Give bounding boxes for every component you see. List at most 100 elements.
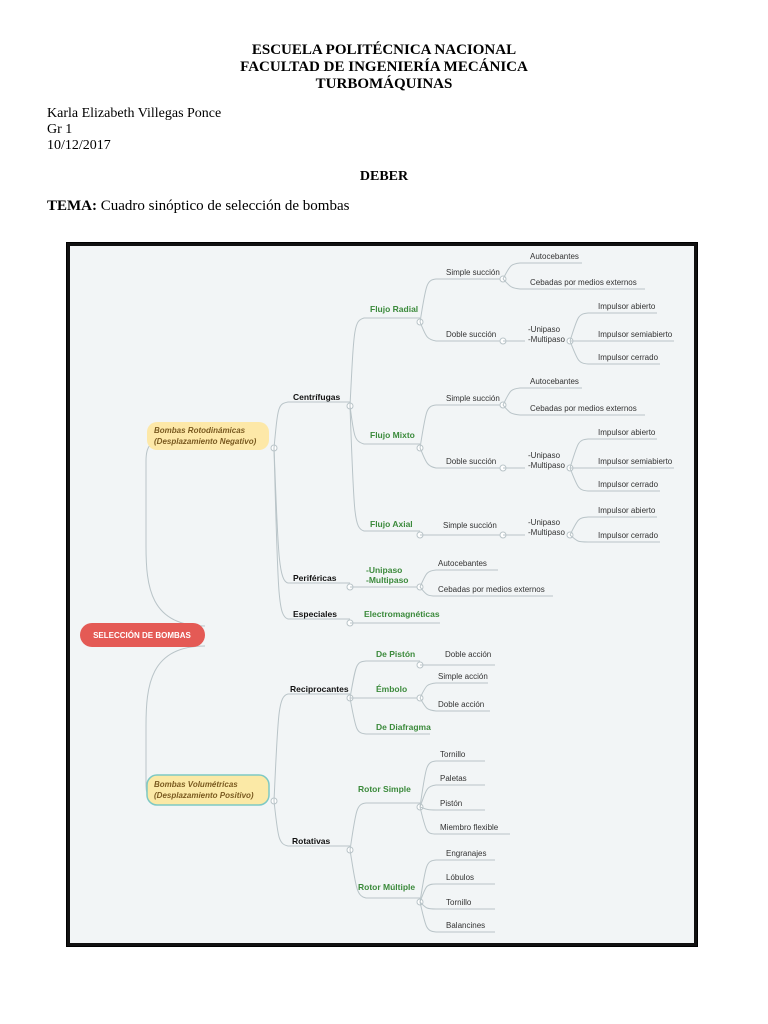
connector bbox=[419, 760, 485, 808]
connector bbox=[419, 901, 495, 910]
connector bbox=[569, 340, 660, 365]
embolo-label: Émbolo bbox=[376, 684, 407, 694]
paletas-label: Paletas bbox=[440, 774, 467, 783]
doble-succion-label: Doble succión bbox=[446, 457, 496, 466]
rotor-simple-label: Rotor Simple bbox=[358, 784, 411, 794]
connector bbox=[419, 859, 495, 903]
electromagneticas-label: Electromagnéticas bbox=[364, 609, 440, 619]
volumetricas-label-1: Bombas Volumétricas bbox=[154, 780, 238, 789]
connector-flujo-axial bbox=[349, 405, 420, 532]
document-title: DEBER bbox=[359, 169, 409, 184]
author-group: Gr 1 bbox=[47, 122, 73, 137]
autocebantes-label: Autocebantes bbox=[530, 377, 579, 386]
rotodinamicas-label-1: Bombas Rotodinámicas bbox=[154, 426, 246, 435]
connector-flujo-radial bbox=[349, 317, 420, 407]
impulsor-abierto-label: Impulsor abierto bbox=[598, 506, 656, 515]
impulsor-semiabierto-label: Impulsor semiabierto bbox=[598, 457, 673, 466]
connector-root-rotodinamicas bbox=[145, 440, 206, 627]
connector bbox=[349, 802, 420, 851]
faculty-name: FACULTAD DE INGENIERÍA MECÁNICA bbox=[240, 59, 528, 75]
simple-succion-label: Simple succión bbox=[446, 268, 500, 277]
connector bbox=[349, 697, 430, 735]
lobulos-label: Lóbulos bbox=[446, 873, 474, 882]
flujo-radial-label: Flujo Radial bbox=[370, 304, 418, 314]
connector bbox=[349, 660, 420, 699]
connector bbox=[419, 447, 503, 469]
connector bbox=[419, 404, 503, 449]
simple-succion-label: Simple succión bbox=[443, 521, 497, 530]
unipaso-label: -Unipaso bbox=[528, 325, 561, 334]
flujo-mixto-label: Flujo Mixto bbox=[370, 430, 415, 440]
impulsor-cerrado-label: Impulsor cerrado bbox=[598, 531, 659, 540]
multipaso-label: -Multipaso bbox=[366, 575, 409, 585]
connector bbox=[569, 516, 657, 536]
balancines-label: Balancines bbox=[446, 921, 485, 930]
connector bbox=[419, 806, 510, 835]
connector bbox=[502, 404, 645, 416]
root-label: SELECCIÓN DE BOMBAS bbox=[93, 631, 191, 640]
connector bbox=[569, 467, 660, 492]
connector bbox=[419, 883, 495, 903]
impulsor-abierto-label: Impulsor abierto bbox=[598, 428, 656, 437]
connector bbox=[419, 806, 485, 811]
multipaso-label: -Multipaso bbox=[528, 461, 565, 470]
tornillo-label: Tornillo bbox=[440, 750, 466, 759]
autocebantes-label: Autocebantes bbox=[530, 252, 579, 261]
connector bbox=[419, 278, 503, 323]
unipaso-label: -Unipaso bbox=[366, 565, 402, 575]
connector bbox=[419, 784, 485, 808]
connector bbox=[419, 321, 503, 342]
simple-succion-label: Simple succión bbox=[446, 394, 500, 403]
impulsor-semiabierto-label: Impulsor semiabierto bbox=[598, 330, 673, 339]
document-date: 10/12/2017 bbox=[47, 138, 111, 153]
tornillo-label: Tornillo bbox=[446, 898, 472, 907]
mindmap-figure: SELECCIÓN DE BOMBAS Bombas Rotodinámicas… bbox=[67, 243, 697, 946]
volumetricas-label-2: (Desplazamiento Positivo) bbox=[154, 791, 254, 800]
multipaso-label: -Multipaso bbox=[528, 528, 565, 537]
especiales-label: Especiales bbox=[293, 609, 337, 619]
connector bbox=[419, 697, 490, 712]
connector-flujo-mixto bbox=[349, 405, 420, 445]
engranajes-label: Engranajes bbox=[446, 849, 486, 858]
de-piston-label: De Pistón bbox=[376, 649, 415, 659]
rotativas-label: Rotativas bbox=[292, 836, 331, 846]
mindmap-connectors bbox=[145, 262, 674, 933]
connector-centrifugas bbox=[273, 401, 350, 449]
doble-accion-label: Doble acción bbox=[445, 650, 491, 659]
cebadas-label: Cebadas por medios externos bbox=[530, 404, 637, 413]
connector-rotativas bbox=[273, 800, 350, 847]
connector bbox=[419, 901, 495, 933]
root-node bbox=[80, 623, 205, 647]
rotor-multiple-label: Rotor Múltiple bbox=[358, 882, 415, 892]
autocebantes-label: Autocebantes bbox=[438, 559, 487, 568]
connector bbox=[502, 387, 582, 406]
impulsor-cerrado-label: Impulsor cerrado bbox=[598, 353, 659, 362]
connector-perifericas bbox=[273, 447, 350, 584]
simple-accion-label: Simple acción bbox=[438, 672, 488, 681]
connector bbox=[569, 534, 660, 543]
miembro-flexible-label: Miembro flexible bbox=[440, 823, 499, 832]
author-name: Karla Elizabeth Villegas Ponce bbox=[47, 106, 222, 121]
connector bbox=[502, 278, 645, 290]
connector bbox=[569, 312, 657, 342]
doble-succion-label: Doble succión bbox=[446, 330, 496, 339]
perifericas-label: Periféricas bbox=[293, 573, 337, 583]
connector bbox=[349, 849, 420, 899]
cebadas-label: Cebadas por medios externos bbox=[530, 278, 637, 287]
topic-line: TEMA: Cuadro sinóptico de selección de b… bbox=[47, 198, 349, 215]
course-name: TURBOMÁQUINAS bbox=[315, 76, 453, 92]
multipaso-label: -Multipaso bbox=[528, 335, 565, 344]
impulsor-cerrado-label: Impulsor cerrado bbox=[598, 480, 659, 489]
de-diafragma-label: De Diafragma bbox=[376, 722, 431, 732]
mindmap-canvas: SELECCIÓN DE BOMBAS Bombas Rotodinámicas… bbox=[80, 252, 674, 933]
centrifugas-label: Centrífugas bbox=[293, 392, 341, 402]
connector bbox=[419, 682, 488, 699]
connector bbox=[419, 586, 553, 597]
doble-accion-label: Doble acción bbox=[438, 700, 484, 709]
connector-reciprocantes bbox=[273, 693, 350, 802]
connector bbox=[569, 438, 657, 469]
unipaso-label: -Unipaso bbox=[528, 451, 561, 460]
topic-label: TEMA: bbox=[47, 198, 97, 214]
institution-name: ESCUELA POLITÉCNICA NACIONAL bbox=[251, 42, 517, 58]
rotodinamicas-label-2: (Desplazamiento Negativo) bbox=[154, 437, 257, 446]
